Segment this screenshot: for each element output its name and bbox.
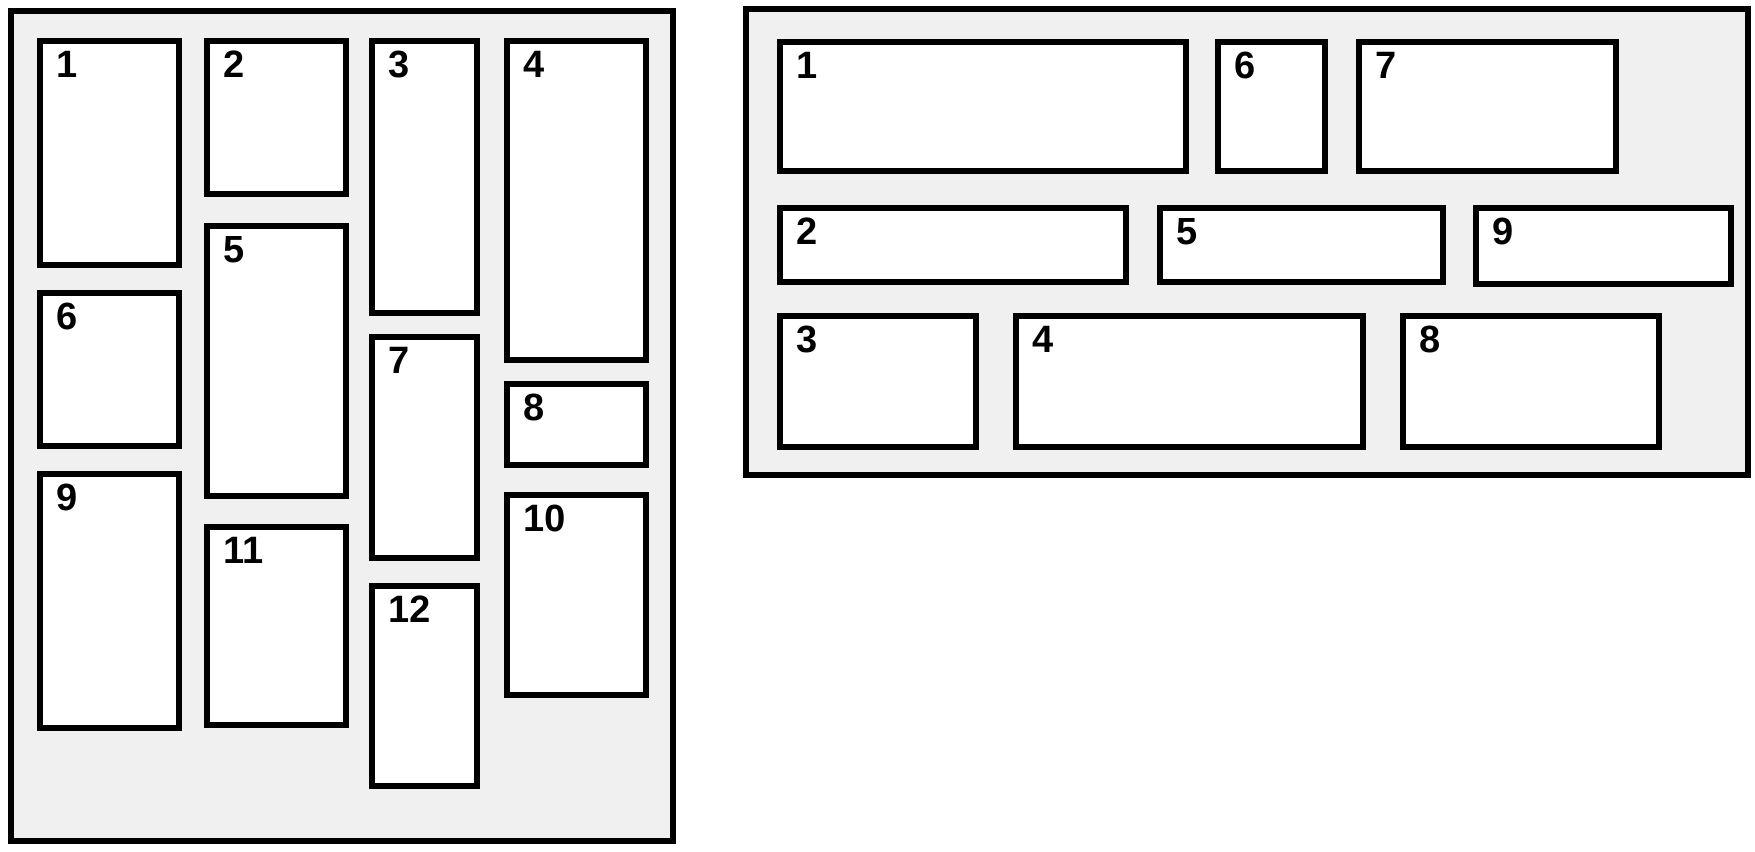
- layout-card-6: 6: [37, 290, 182, 449]
- layout-card-4: 4: [504, 38, 649, 363]
- card-number-label: 8: [1419, 319, 1441, 361]
- card-number-label: 6: [56, 296, 78, 338]
- layout-card-3: 3: [369, 38, 480, 316]
- card-number-label: 10: [523, 498, 566, 540]
- layout-card-3: 3: [777, 313, 979, 450]
- card-number-label: 4: [523, 44, 545, 86]
- layout-card-2: 2: [777, 205, 1129, 285]
- layout-card-10: 10: [504, 492, 649, 698]
- layout-card-9: 9: [1473, 205, 1734, 287]
- card-number-label: 2: [223, 44, 245, 86]
- card-number-label: 7: [388, 340, 410, 382]
- card-number-label: 3: [796, 319, 818, 361]
- layout-card-5: 5: [1157, 205, 1446, 285]
- rows-layout-panel: 1 2 3 4 5 6 7 8 9: [743, 6, 1751, 478]
- card-number-label: 1: [56, 44, 78, 86]
- layout-card-11: 11: [204, 524, 349, 728]
- card-number-label: 5: [1176, 211, 1198, 253]
- card-number-label: 11: [223, 530, 264, 572]
- layout-card-8: 8: [1400, 313, 1662, 450]
- layout-card-6: 6: [1215, 39, 1328, 174]
- card-number-label: 8: [523, 387, 545, 429]
- card-number-label: 2: [796, 211, 818, 253]
- card-number-label: 7: [1375, 45, 1397, 87]
- card-number-label: 9: [1492, 211, 1514, 253]
- card-number-label: 3: [388, 44, 410, 86]
- card-number-label: 4: [1032, 319, 1054, 361]
- layout-card-7: 7: [369, 334, 480, 561]
- layout-card-1: 1: [37, 38, 182, 268]
- card-number-label: 6: [1234, 45, 1256, 87]
- card-number-label: 5: [223, 229, 245, 271]
- layout-card-5: 5: [204, 223, 349, 499]
- layout-card-12: 12: [369, 583, 480, 789]
- card-number-label: 9: [56, 477, 78, 519]
- card-number-label: 1: [796, 45, 818, 87]
- layout-card-9: 9: [37, 471, 182, 731]
- layout-card-7: 7: [1356, 39, 1619, 174]
- layout-card-1: 1: [777, 39, 1189, 174]
- card-number-label: 12: [388, 589, 431, 631]
- layout-card-2: 2: [204, 38, 349, 197]
- layout-card-8: 8: [504, 381, 649, 468]
- layout-card-4: 4: [1013, 313, 1366, 450]
